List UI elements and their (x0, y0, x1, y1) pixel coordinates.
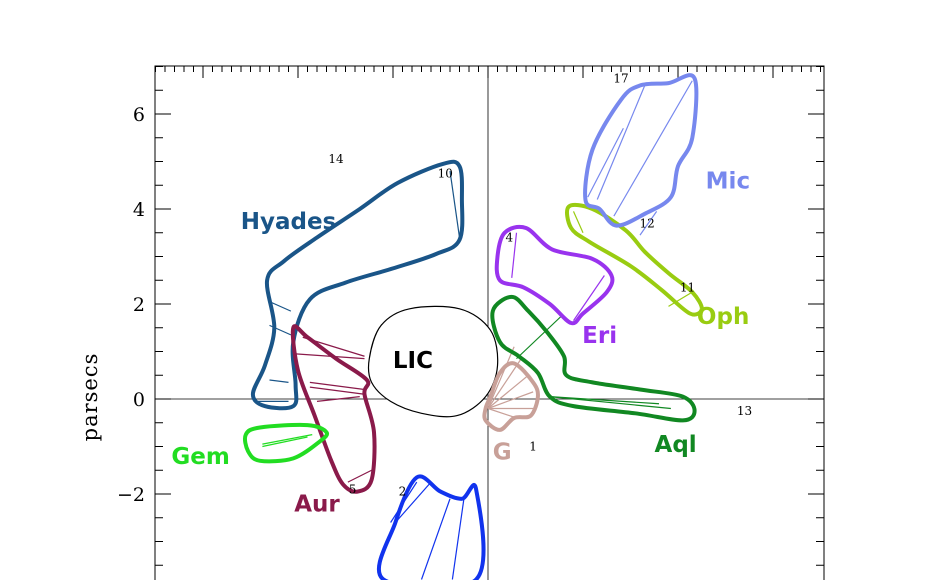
cloud-aql-spoke (516, 315, 563, 360)
y-tick-label: 6 (133, 104, 145, 126)
cloud-mic-spoke (596, 85, 646, 200)
cloud-gem-spoke (262, 434, 313, 445)
star-number-label: 12 (639, 216, 654, 230)
cloud-aur-spoke (309, 386, 365, 395)
cloud-g: G (482, 346, 540, 465)
cloud-eri: Eri (494, 224, 617, 349)
cloud-aur-spoke (309, 381, 365, 391)
cloud-gem: Gem (171, 422, 330, 470)
star-number-label: 11 (680, 280, 695, 294)
cloud-aql-spoke (549, 396, 671, 410)
y-axis-title: parsecs (78, 353, 102, 442)
cloud-hyades-spoke (269, 301, 292, 312)
cloud-eri-label: Eri (582, 323, 617, 349)
cloud-g-spoke (487, 374, 529, 409)
cloud-oph-spoke (572, 211, 584, 233)
cloud-g-outline (482, 361, 540, 432)
cloud-aur-label: Aur (294, 492, 340, 518)
cloud-g-spoke (487, 407, 517, 419)
star-number-label: 10 (438, 166, 453, 180)
cloud-eri-spoke (511, 232, 518, 278)
cloud-mic-spoke (587, 127, 624, 198)
lic-cloud: LIC (367, 305, 499, 418)
cloud-aur: Aur (290, 324, 377, 518)
cloud-gem-outline (242, 422, 330, 464)
cloud-mic-spoke (639, 211, 658, 236)
cloud-aql: Aql (490, 294, 697, 458)
cloud-gem-spoke (262, 436, 308, 448)
cloud-hyades-spoke (449, 170, 461, 238)
cloud-aur-outline (290, 324, 377, 494)
cloud-aur-spoke (347, 469, 372, 483)
y-tick-label: 0 (133, 389, 145, 411)
y-tick-label: 2 (133, 294, 145, 316)
cloud-oph-outline (565, 202, 704, 317)
cloud-blue-spoke (451, 496, 465, 580)
star-number-label: 2 (399, 485, 407, 499)
cloud-aql-label: Aql (655, 432, 697, 458)
cloud-g-spoke (487, 358, 522, 409)
plot-border (154, 65, 825, 580)
star-number-label: 1 (529, 440, 537, 454)
cloud-blue-outline (376, 474, 486, 580)
lic-outline (367, 305, 499, 418)
y-tick-label: 4 (133, 199, 145, 221)
cloud-hyades: Hyades (241, 159, 465, 411)
axis-ticks (155, 66, 824, 566)
cloud-aur-spoke (316, 396, 360, 402)
cloud-hyades-label: Hyades (241, 209, 337, 235)
cloud-blue-spoke (420, 498, 451, 580)
cloud-eri-outline (494, 224, 615, 326)
cloud-aql-spoke (549, 396, 660, 405)
star-number-label: 17 (613, 71, 628, 85)
cloud-mic: Mic (583, 73, 750, 236)
lic-label: LIC (393, 348, 433, 374)
cloud-hyades-spoke (269, 379, 289, 383)
cloud-oph-label: Oph (697, 304, 749, 330)
star-number-label: 13 (737, 404, 752, 418)
cloud-mic-spoke (613, 80, 693, 217)
cloud-g-spoke (487, 346, 515, 409)
cloud-hyades-outline (250, 159, 465, 411)
cloud-aql-outline (490, 294, 697, 423)
cloud-eri-spoke (573, 275, 605, 321)
star-number-label: 4 (506, 231, 514, 245)
cloud-oph: Oph (565, 202, 749, 330)
cloud-g-spoke (487, 391, 534, 410)
star-number-label: 5 (349, 482, 357, 496)
cloud-oph-spoke (668, 291, 693, 307)
cloud-mic-outline (583, 73, 699, 228)
cloud-gem-label: Gem (171, 444, 229, 470)
plot-frame (154, 65, 825, 580)
cloud-blue (376, 474, 486, 580)
cloud-g-label: G (493, 439, 512, 465)
y-tick-label: −2 (117, 484, 145, 506)
cloud-blue-spoke (394, 481, 432, 523)
cloud-mic-label: Mic (706, 169, 750, 195)
y-tick-labels: −2 0 2 4 6 (117, 104, 145, 506)
star-number-label: 14 (328, 152, 344, 166)
